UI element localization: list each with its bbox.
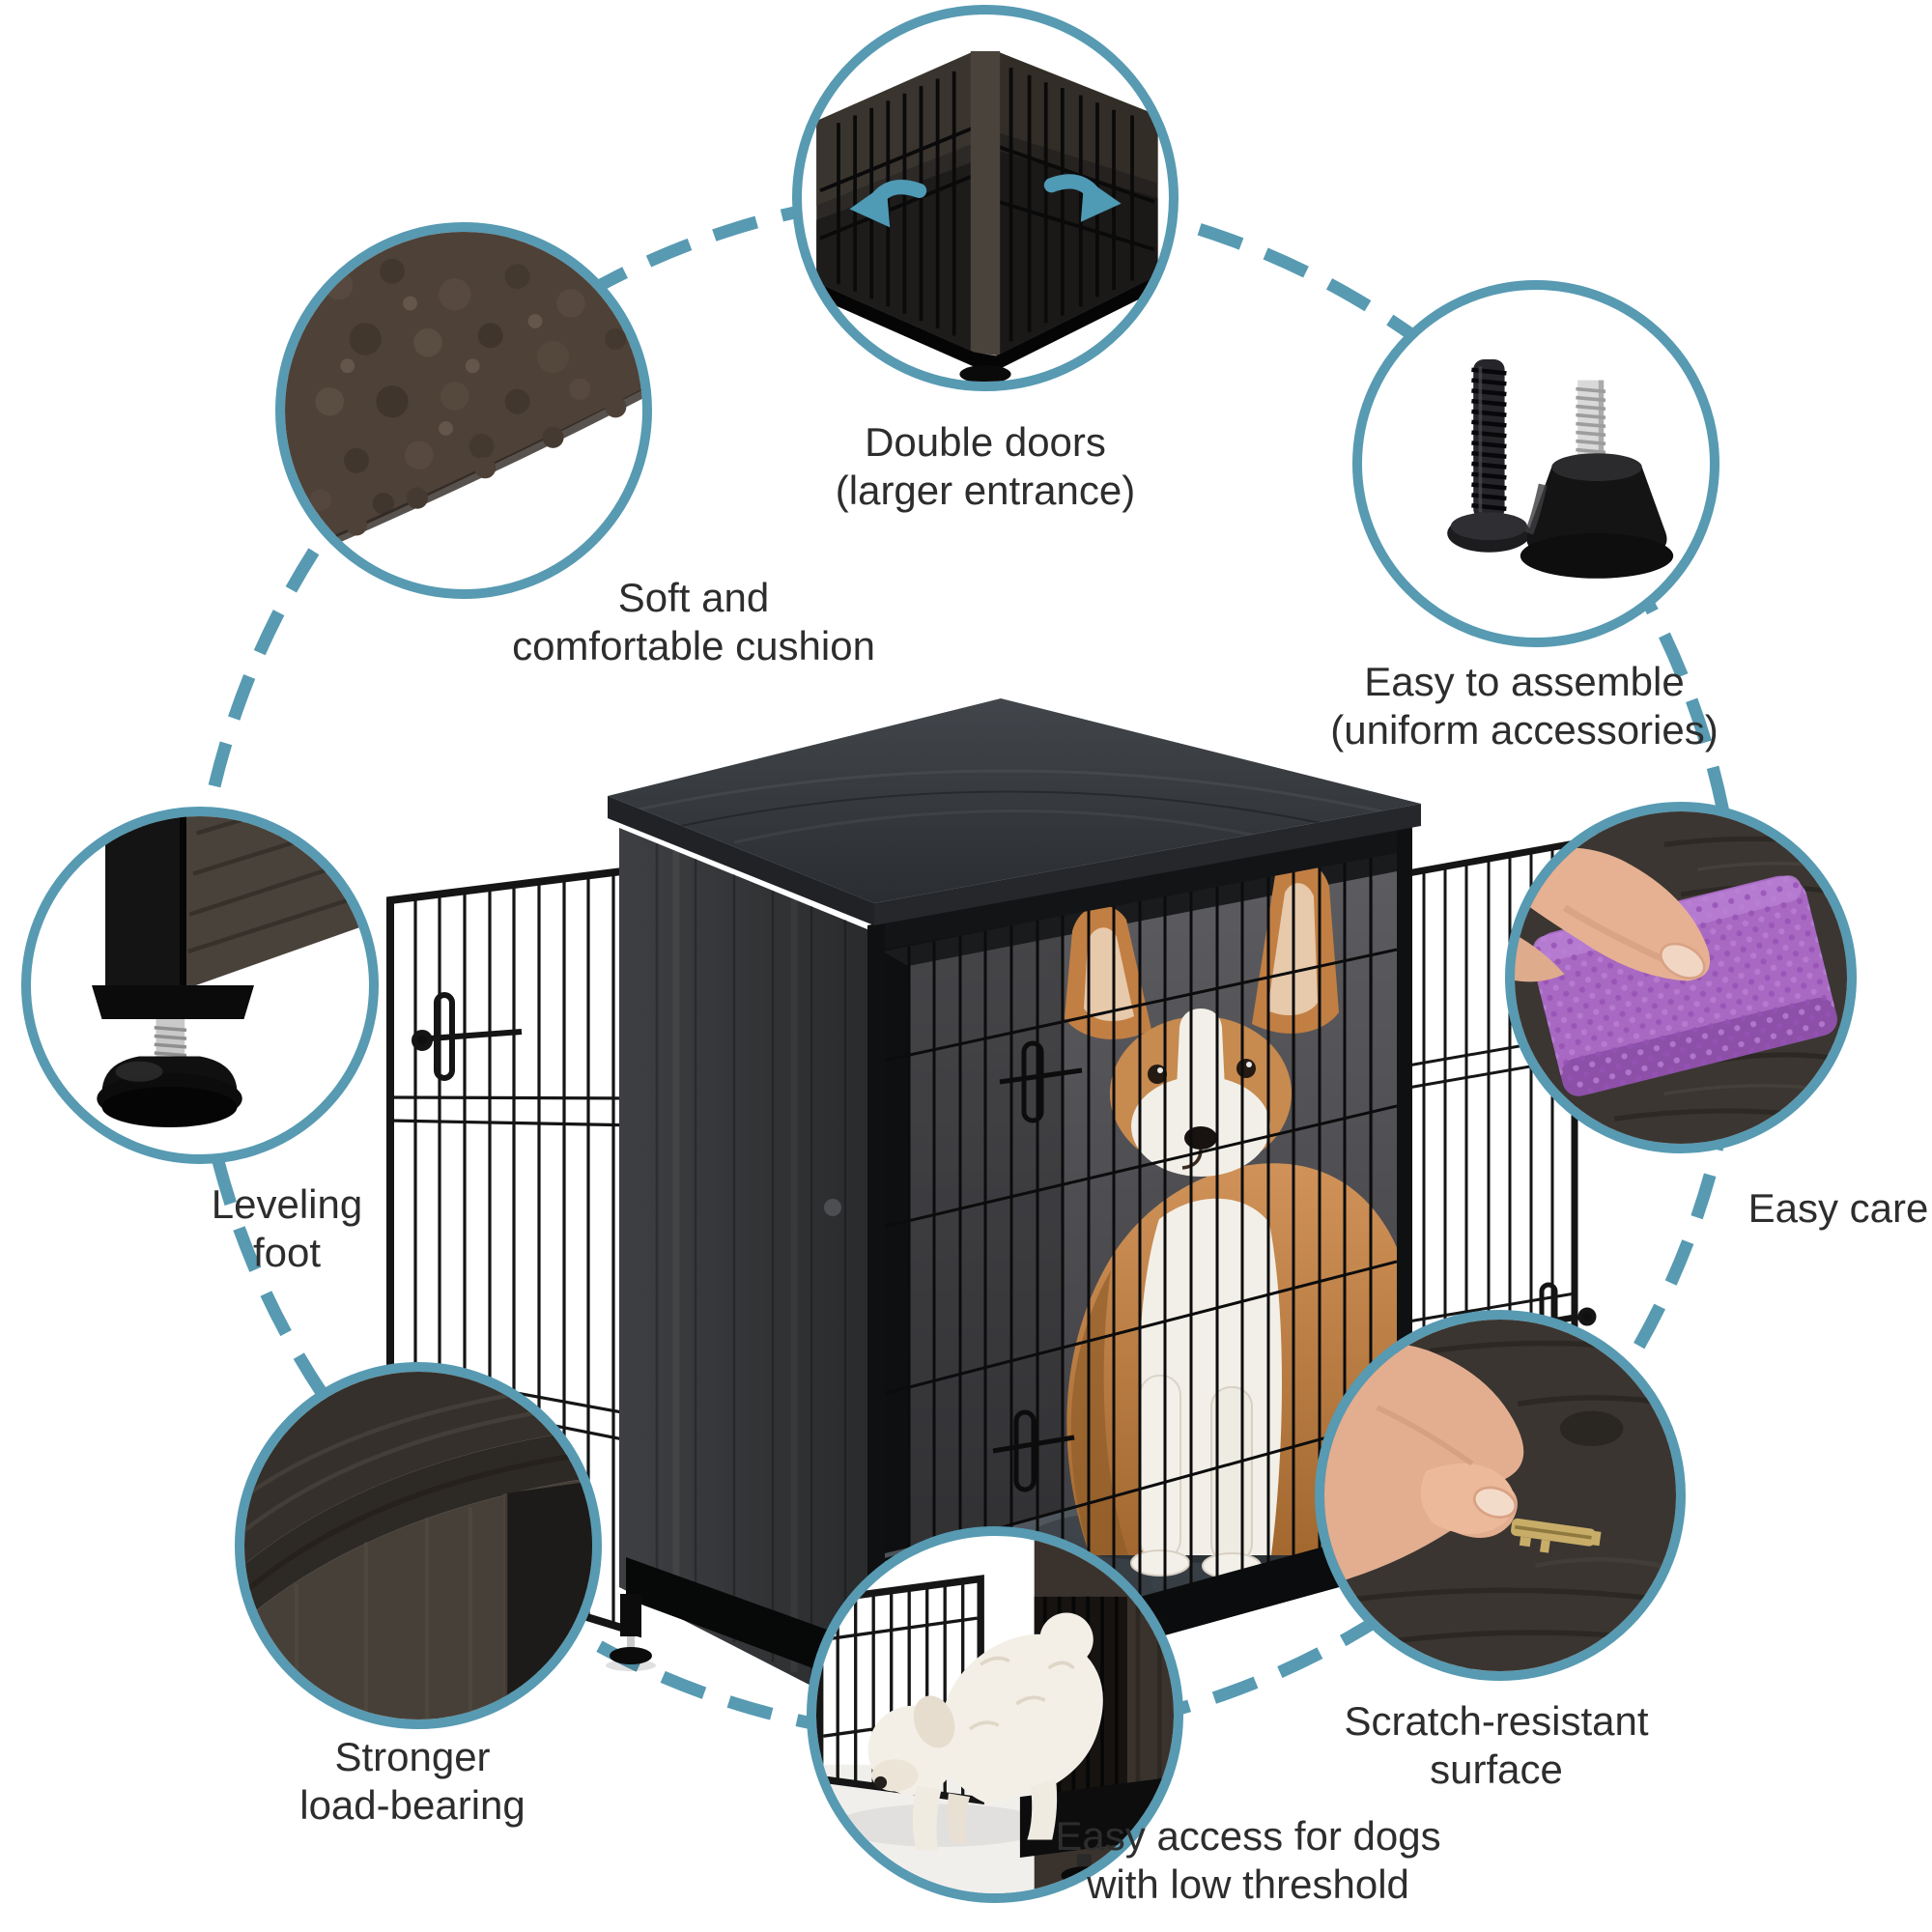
label-line: foot	[252, 1229, 322, 1275]
wood-corner-closeup-icon	[244, 1372, 592, 1719]
label-line: Double doors	[865, 419, 1106, 465]
label-load-bearing: Stronger load-bearing	[299, 1733, 526, 1830]
label-line: comfortable cushion	[512, 622, 875, 668]
label-line: (uniform accessories)	[1330, 706, 1719, 753]
label-line: load-bearing	[299, 1781, 526, 1828]
label-line: Soft and	[617, 575, 770, 620]
white-dog	[867, 1612, 1103, 1851]
label-line: Stronger	[334, 1734, 491, 1779]
callout-circle-easy-care	[1505, 802, 1857, 1153]
label-line: surface	[1430, 1746, 1563, 1792]
label-line: Leveling	[211, 1181, 363, 1227]
crate-table-top	[608, 698, 1421, 925]
label-low-threshold: Easy access for dogs with low threshold	[1055, 1812, 1440, 1909]
label-double-doors: Double doors (larger entrance)	[836, 418, 1135, 515]
scratch-test-key-icon	[1324, 1320, 1676, 1671]
hand-with-key	[1324, 1343, 1602, 1584]
double-doors-open-icon	[816, 51, 1158, 382]
plush-cushion-closeup-icon	[285, 232, 642, 549]
callout-circle-scratch-resistant	[1315, 1310, 1686, 1681]
label-easy-assemble: Easy to assemble (uniform accessories)	[1330, 658, 1718, 754]
callout-circle-low-threshold	[807, 1526, 1183, 1903]
label-line: with low threshold	[1087, 1861, 1409, 1907]
leveling-foot-hardware	[1520, 380, 1674, 579]
callout-circle-soft-cushion	[275, 222, 652, 599]
callout-circle-double-doors	[792, 5, 1179, 391]
wiping-towel-icon	[1515, 811, 1847, 1144]
pressing-finger	[1515, 847, 1711, 982]
label-easy-care: Easy care	[1748, 1184, 1929, 1233]
label-leveling-foot: Leveling foot	[212, 1180, 362, 1277]
key	[1511, 1518, 1602, 1553]
corgi-head	[1065, 861, 1339, 1177]
label-scratch-resistant: Scratch-resistant surface	[1344, 1697, 1648, 1794]
label-line: Easy care	[1747, 1185, 1929, 1231]
callout-circle-load-bearing	[235, 1362, 602, 1729]
callout-circle-easy-assemble	[1352, 280, 1719, 647]
door-open-arrows	[849, 174, 1122, 228]
screw	[1447, 359, 1531, 553]
callout-circle-leveling-foot	[21, 807, 379, 1164]
crate-left-panel	[619, 828, 867, 1715]
label-line: Easy access for dogs	[1055, 1813, 1441, 1859]
label-line: Easy to assemble	[1364, 659, 1685, 704]
label-line: (larger entrance)	[835, 467, 1136, 513]
label-soft-cushion: Soft and comfortable cushion	[512, 574, 875, 670]
leveling-foot-closeup-icon	[92, 816, 369, 1127]
screw-and-leveling-foot-icon	[1447, 359, 1674, 579]
dog-entering-crate-icon	[816, 1536, 1174, 1893]
label-line: Scratch-resistant	[1344, 1698, 1649, 1744]
